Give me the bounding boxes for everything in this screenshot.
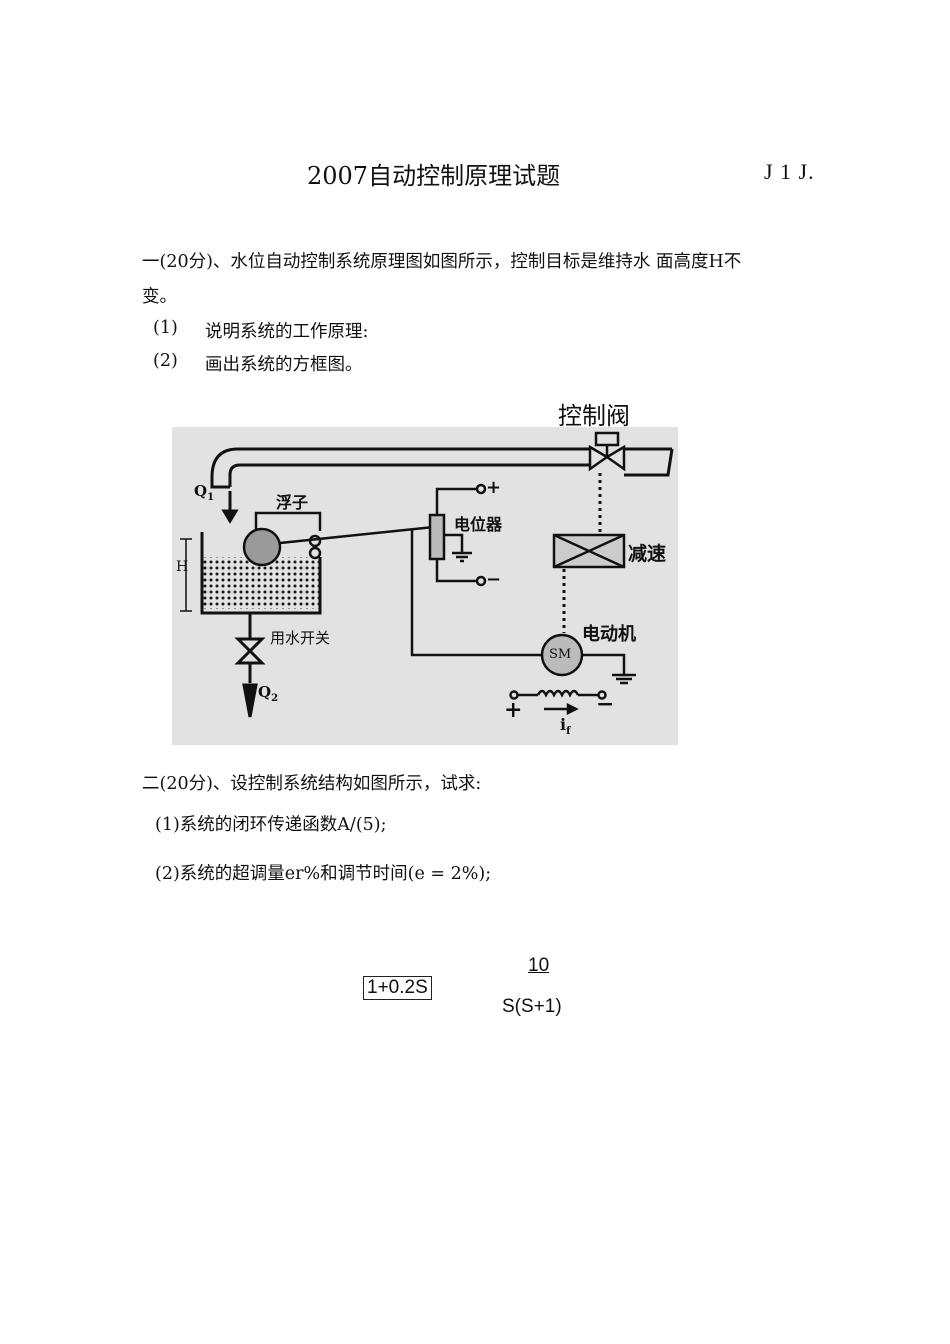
- valve-icon: [588, 431, 626, 472]
- block-1-plus-0-2s: 1+0.2S: [363, 976, 432, 1000]
- water-level-diagram: Q1 浮子 H 电位器 + − 减速 用水开关 电动机 SM Q2 + − if: [172, 427, 678, 745]
- q2-item-2: (2)系统的超调量er%和调节时间(e = 2%);: [155, 864, 492, 884]
- inflow-arrow: [221, 491, 239, 524]
- switch-label: 用水开关: [270, 629, 331, 647]
- motor-icon: [540, 633, 636, 685]
- pot-minus-label: −: [486, 569, 502, 590]
- q1-item-2-text: 画出系统的方框图。: [205, 355, 363, 375]
- float-icon: [242, 511, 435, 567]
- potentiometer-label: 电位器: [454, 515, 503, 534]
- question-2-text: 二(20分)、设控制系统结构如图所示，试求:: [142, 774, 482, 794]
- float-label: 浮子: [276, 493, 309, 512]
- field-coil: [509, 689, 607, 716]
- outlet-valve: [234, 613, 266, 718]
- q1-item-2-number: (2): [153, 351, 178, 371]
- reducer-icon: [552, 533, 626, 569]
- inflow-pipe: [210, 447, 674, 489]
- q1-item-1-number: (1): [153, 318, 178, 338]
- height-marker: [180, 538, 192, 612]
- height-label: H: [176, 559, 189, 575]
- feedback-wire: [410, 529, 542, 657]
- question-1-line-1: 一(20分)、水位自动控制系统原理图如图所示，控制目标是维持水 面高度H不: [142, 252, 742, 272]
- tf-numerator: 10: [528, 955, 550, 976]
- q1-flow-label: Q1: [194, 482, 215, 503]
- q1-item-1-text: 说明系统的工作原理:: [205, 322, 369, 342]
- motor-sm-label: SM: [549, 647, 572, 662]
- control-valve-title: 控制阀: [558, 403, 630, 430]
- pot-plus-label: +: [486, 477, 502, 498]
- field-plus-label: +: [504, 697, 523, 723]
- q2-item-1: (1)系统的闭环传递函数A/(5);: [155, 815, 387, 835]
- field-minus-label: −: [596, 691, 615, 717]
- tf-denominator: S(S+1): [502, 996, 562, 1017]
- q2-flow-label: Q2: [258, 683, 279, 704]
- reducer-label: 减速: [628, 543, 667, 565]
- field-current-label: if: [560, 715, 571, 738]
- potentiometer-icon: [428, 483, 487, 587]
- header-code: J 1 J.: [764, 159, 815, 184]
- motor-label: 电动机: [582, 624, 636, 645]
- shaft-links: [562, 473, 602, 633]
- page-title: 2007自动控制原理试题: [307, 162, 561, 190]
- question-1-line-2: 变。: [142, 287, 177, 307]
